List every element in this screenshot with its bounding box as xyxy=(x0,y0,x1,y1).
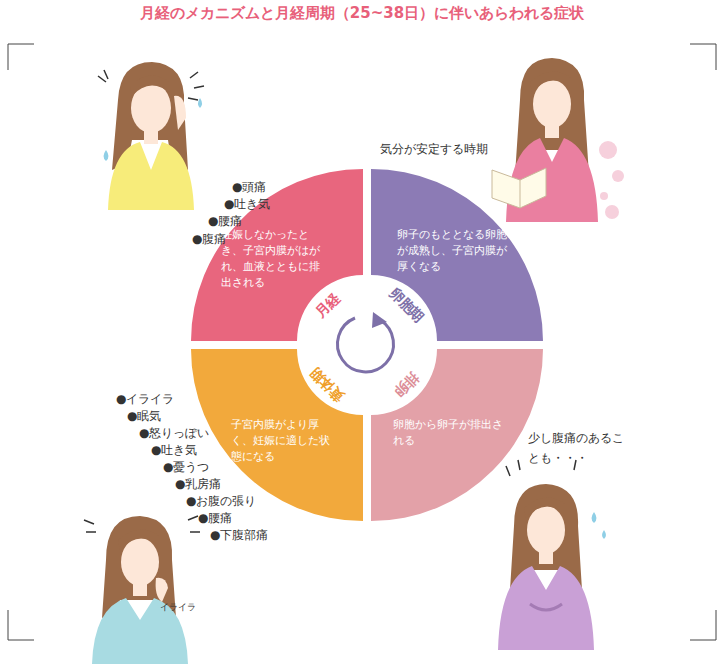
symptom-label: ●イライラ xyxy=(116,392,174,407)
symptom-label: ●怒りっぽい xyxy=(139,426,209,441)
symptom-label: ●腰痛 xyxy=(198,511,232,526)
title: 月経のメカニズムと月経周期（25~38日）に伴いあらわれる症状 xyxy=(0,4,724,23)
cycle-sector: 月経妊娠しなかったとき、子宮内膜がはがれ、血液とともに排出される xyxy=(191,169,363,341)
note: 少し腹痛のあることも・・・ xyxy=(528,428,628,468)
sector-text: 妊娠しなかったとき、子宮内膜がはがれ、血液とともに排出される xyxy=(221,227,325,291)
symptom-label: ●吐き気 xyxy=(151,443,197,458)
symptom-label: ●下腹部痛 xyxy=(210,528,268,543)
sector-text: 卵子のもととなる卵胞が成熟し、子宮内膜が厚くなる xyxy=(397,227,509,275)
sector-text: 子宮内膜がより厚く、妊娠に適した状態になる xyxy=(231,417,337,465)
symptom-label: ●眠気 xyxy=(127,409,161,424)
symptom-label: ●腹痛 xyxy=(192,232,226,247)
symptom-label: ●腰痛 xyxy=(208,214,242,229)
symptom-label: ●頭痛 xyxy=(232,180,266,195)
note: 気分が安定する時期 xyxy=(380,142,488,157)
cycle-sector: 排卵卵胞から卵子が排出される xyxy=(371,349,543,521)
sector-text: 卵胞から卵子が排出される xyxy=(393,417,503,449)
symptom-label: ●乳房痛 xyxy=(175,477,221,492)
symptom-label: ●吐き気 xyxy=(224,197,270,212)
cycle-sector: 卵胞期卵子のもととなる卵胞が成熟し、子宮内膜が厚くなる xyxy=(371,169,543,341)
symptom-label: ●憂うつ xyxy=(163,460,209,475)
handwritten-note: イライラ xyxy=(160,600,196,615)
symptom-label: ●お腹の張り xyxy=(186,494,256,509)
